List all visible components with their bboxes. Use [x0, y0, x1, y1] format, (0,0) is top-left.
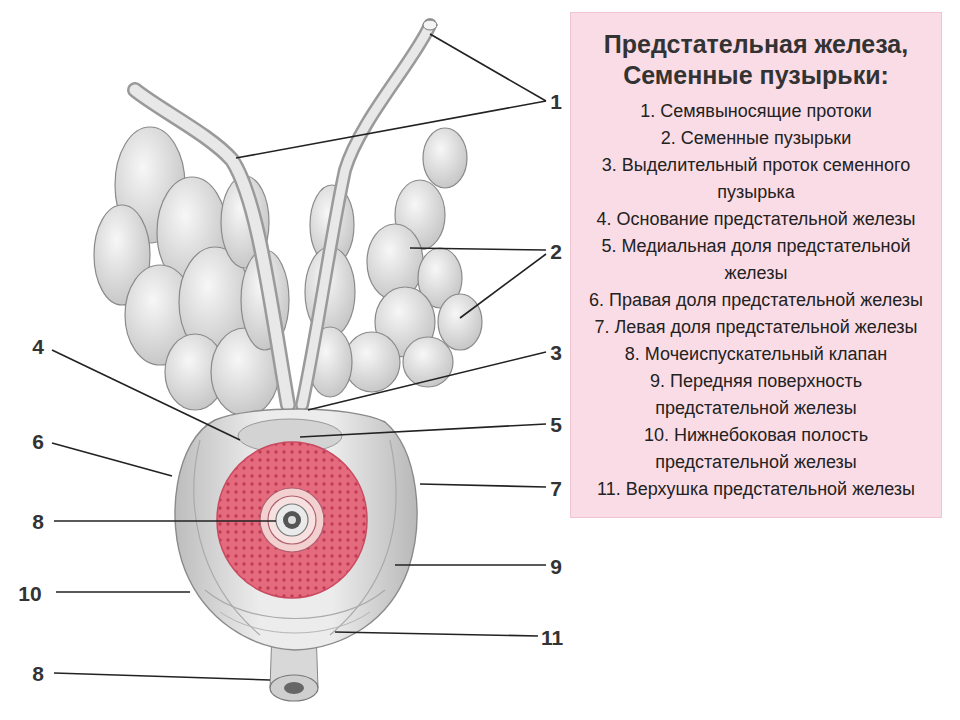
callout-number: 4: [32, 336, 44, 357]
vas-deferens-tube: [135, 90, 288, 405]
section-ring: [260, 488, 324, 552]
vesicle-lobe: [438, 294, 482, 350]
callout-number: 3: [550, 342, 562, 363]
section-ring: [276, 504, 308, 536]
leader-line: [236, 101, 546, 158]
key-item: 5. Медиальная доля предстательной железы: [587, 233, 925, 287]
vas-deferens-outline: [302, 25, 430, 405]
panel-title: Предстательная железа, Семенные пузырьки…: [587, 29, 925, 90]
callout-number: 2: [550, 241, 562, 262]
key-item: 11. Верхушка предстательной железы: [587, 476, 925, 503]
prostate-contour: [220, 612, 370, 633]
callout-number: 7: [550, 478, 562, 499]
leader-line: [300, 424, 546, 437]
urethra-lumen: [283, 511, 301, 529]
key-item: 10. Нижнебоковая полость предстательной …: [587, 422, 925, 476]
vesicle-lobe: [403, 337, 453, 387]
callout-number: 9: [550, 556, 562, 577]
leader-line: [420, 484, 546, 487]
leader-line: [430, 34, 546, 101]
leader-line: [56, 591, 190, 593]
section-ring: [268, 496, 316, 544]
key-item: 1. Семявыносящие протоки: [587, 98, 925, 125]
leader-line: [395, 564, 546, 566]
key-item: 6. Правая доля предстательной железы: [587, 287, 925, 314]
leader-line: [52, 443, 172, 476]
key-item: 8. Мочеиспускательный клапан: [587, 341, 925, 368]
vas-deferens-end: [423, 20, 437, 30]
callout-number: 8: [32, 663, 44, 684]
leader-line: [335, 632, 538, 636]
leader-line: [308, 352, 546, 410]
callout-number: 6: [32, 431, 44, 452]
leader-line: [54, 520, 276, 522]
vas-deferens-tube: [302, 25, 430, 405]
callout-number: 11: [541, 627, 563, 648]
leader-line: [54, 673, 270, 680]
key-item: 7. Левая доля предстательной железы: [587, 314, 925, 341]
leader-line: [460, 254, 546, 318]
prostate-section: [217, 442, 367, 598]
callout-number: 10: [18, 583, 41, 604]
key-item: 2. Семенные пузырьки: [587, 125, 925, 152]
vas-deferens-outline: [135, 90, 288, 405]
leader-line: [52, 350, 240, 440]
key-panel: Предстательная железа, Семенные пузырьки…: [570, 12, 942, 518]
vesicle-lobe: [423, 128, 467, 188]
section-tissue: [217, 442, 367, 598]
key-item: 4. Основание предстательной железы: [587, 206, 925, 233]
leader-lines: [52, 34, 546, 680]
callout-number: 1: [550, 91, 562, 112]
urethra-opening: [270, 675, 318, 701]
urethra-lumen: [284, 682, 304, 694]
key-item: 3. Выделительный проток семенного пузырь…: [587, 152, 925, 206]
prostate-body: [175, 409, 417, 650]
callout-number: 8: [32, 511, 44, 532]
callout-number: 5: [550, 414, 562, 435]
urethra-lumen-center: [288, 516, 296, 524]
leader-line: [410, 248, 546, 250]
prostate: [175, 409, 417, 650]
vas-deferens: [135, 20, 437, 405]
key-item: 9. Передняя поверхность предстательной ж…: [587, 368, 925, 422]
